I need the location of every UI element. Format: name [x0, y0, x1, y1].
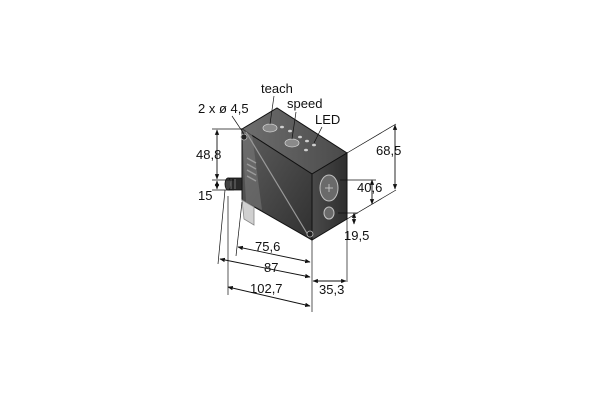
speed-button — [284, 138, 300, 148]
dimension-lines — [214, 124, 398, 308]
dim-connector: 15 — [198, 188, 212, 203]
label-leaders — [231, 95, 323, 144]
led-label: LED — [315, 112, 340, 127]
connector — [224, 177, 243, 191]
teach-label: teach — [261, 81, 293, 96]
sensor-body — [224, 107, 348, 241]
dim-width-inner: 75,6 — [255, 239, 280, 254]
holes-label: 2 x ø 4,5 — [198, 101, 249, 116]
window-band-edge — [245, 131, 309, 236]
dim-height-total: 68,5 — [376, 143, 401, 158]
dim-height-mid: 40,6 — [357, 180, 382, 195]
dim-width-total: 102,7 — [250, 281, 283, 296]
speed-label: speed — [287, 96, 322, 111]
bottom-bracket — [241, 199, 255, 226]
dim-width-body: 87 — [264, 260, 278, 275]
dim-height-bottom: 19,5 — [344, 228, 369, 243]
teach-button — [262, 123, 278, 133]
led-indicators — [280, 125, 316, 152]
vent-slots — [246, 157, 257, 182]
sensor-receiver — [323, 206, 335, 220]
dim-depth: 35,3 — [319, 282, 344, 297]
sensor-window-band — [242, 129, 262, 210]
mounting-hole-bottom — [306, 230, 314, 238]
dim-height-upper: 48,8 — [196, 147, 221, 162]
mounting-hole-top — [240, 133, 248, 141]
extension-lines — [212, 123, 397, 312]
